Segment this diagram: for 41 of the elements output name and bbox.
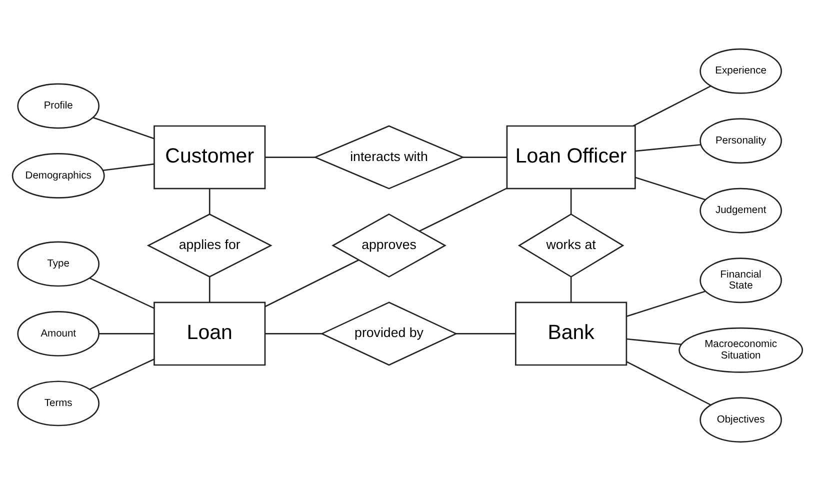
node-ellipse: Macroeconomic Situation — [678, 327, 804, 373]
connector — [456, 333, 516, 334]
node-diamond: interacts with — [313, 125, 465, 190]
node-box: Bank — [515, 302, 628, 366]
connector — [626, 290, 706, 318]
node-box: Customer — [154, 125, 266, 190]
node-ellipse: Demographics — [12, 153, 105, 198]
connector — [570, 277, 572, 302]
connector — [462, 156, 507, 158]
connector — [632, 86, 711, 127]
connector — [208, 188, 210, 214]
connector — [265, 260, 359, 308]
connector — [265, 333, 322, 334]
connector — [102, 163, 154, 172]
connector — [570, 188, 572, 214]
connector — [635, 144, 701, 152]
node-ellipse: Profile — [17, 83, 100, 129]
connector — [626, 338, 682, 346]
connector — [208, 277, 210, 302]
node-ellipse: Amount — [17, 310, 100, 356]
node-diamond: provided by — [320, 302, 458, 366]
node-ellipse: Objectives — [700, 397, 782, 443]
node-diamond: applies for — [146, 213, 272, 278]
connector — [626, 361, 711, 406]
connector — [419, 188, 508, 232]
node-box: Loan Officer — [506, 125, 636, 190]
connector — [89, 358, 154, 390]
connector — [265, 156, 315, 158]
node-ellipse: Personality — [700, 118, 782, 164]
connector — [635, 176, 706, 200]
node-ellipse: Financial State — [700, 258, 782, 304]
node-ellipse: Type — [17, 241, 100, 287]
node-box: Loan — [154, 302, 266, 366]
node-ellipse: Judgement — [700, 188, 782, 234]
node-ellipse: Experience — [700, 48, 782, 94]
node-diamond: works at — [518, 213, 624, 278]
node-ellipse: Terms — [17, 380, 100, 426]
node-diamond: approves — [332, 213, 446, 278]
connector — [89, 277, 154, 309]
connector — [93, 117, 154, 140]
connector — [98, 333, 154, 334]
